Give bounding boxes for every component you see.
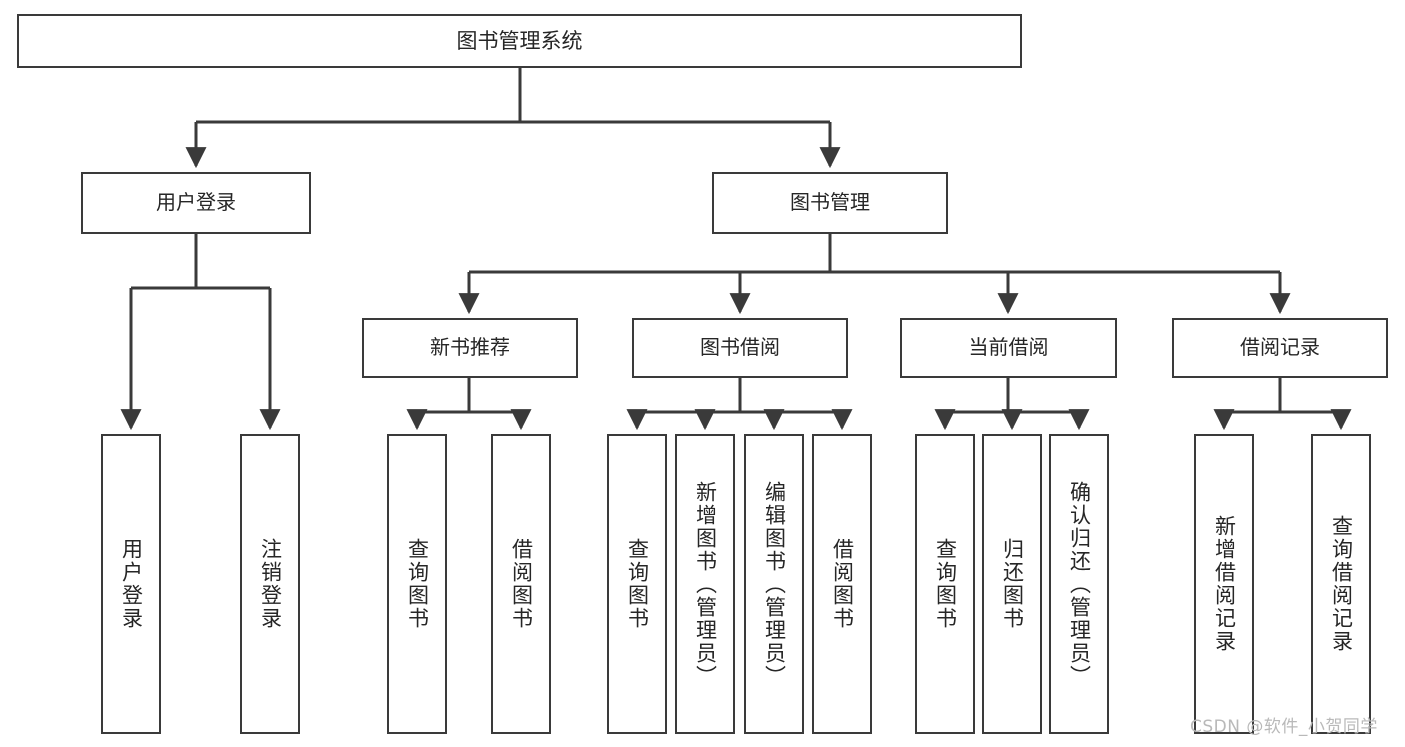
node-borrow-record[interactable]: 借阅记录 bbox=[1172, 318, 1388, 378]
node-label: 查询图书 bbox=[405, 538, 430, 630]
leaf-current-query-book[interactable]: 查询图书 bbox=[915, 434, 975, 734]
leaf-record-query-record[interactable]: 查询借阅记录 bbox=[1311, 434, 1371, 734]
node-label: 查询借阅记录 bbox=[1329, 515, 1354, 653]
node-current-borrow[interactable]: 当前借阅 bbox=[900, 318, 1117, 378]
node-new-book-recommend[interactable]: 新书推荐 bbox=[362, 318, 578, 378]
node-book-management[interactable]: 图书管理 bbox=[712, 172, 948, 234]
leaf-user-login-signout[interactable]: 注销登录 bbox=[240, 434, 300, 734]
node-label: 当前借阅 bbox=[968, 335, 1049, 360]
node-label: 编辑图书（管理员） bbox=[762, 480, 787, 688]
node-label: 新增借阅记录 bbox=[1212, 515, 1237, 653]
leaf-recommend-borrow-book[interactable]: 借阅图书 bbox=[491, 434, 551, 734]
leaf-borrow-add-book[interactable]: 新增图书（管理员） bbox=[675, 434, 735, 734]
node-label: 图书借阅 bbox=[700, 335, 780, 360]
node-root-system[interactable]: 图书管理系统 bbox=[17, 14, 1022, 68]
watermark-text: CSDN @软件_小贺同学 bbox=[1190, 717, 1378, 737]
node-label: 用户登录 bbox=[119, 538, 144, 630]
node-label: 借阅图书 bbox=[830, 538, 855, 630]
leaf-borrow-query-book[interactable]: 查询图书 bbox=[607, 434, 667, 734]
node-label: 借阅记录 bbox=[1240, 335, 1320, 360]
node-label: 归还图书 bbox=[1000, 538, 1025, 630]
node-label: 查询图书 bbox=[933, 538, 958, 630]
leaf-record-add-record[interactable]: 新增借阅记录 bbox=[1194, 434, 1254, 734]
leaf-borrow-edit-book[interactable]: 编辑图书（管理员） bbox=[744, 434, 804, 734]
node-user-login[interactable]: 用户登录 bbox=[81, 172, 311, 234]
node-book-borrow[interactable]: 图书借阅 bbox=[632, 318, 848, 378]
leaf-recommend-query-book[interactable]: 查询图书 bbox=[387, 434, 447, 734]
node-label: 确认归还（管理员） bbox=[1067, 480, 1092, 688]
node-label: 查询图书 bbox=[625, 538, 650, 630]
leaf-borrow-borrow-book[interactable]: 借阅图书 bbox=[812, 434, 872, 734]
node-label: 用户登录 bbox=[156, 190, 236, 215]
node-label: 注销登录 bbox=[258, 538, 283, 630]
node-label: 图书管理系统 bbox=[456, 28, 583, 53]
leaf-current-return-book[interactable]: 归还图书 bbox=[982, 434, 1042, 734]
node-label: 新增图书（管理员） bbox=[693, 480, 718, 688]
node-label: 借阅图书 bbox=[509, 538, 534, 630]
leaf-user-login-signin[interactable]: 用户登录 bbox=[101, 434, 161, 734]
node-label: 图书管理 bbox=[790, 190, 870, 215]
node-label: 新书推荐 bbox=[430, 335, 510, 360]
leaf-current-confirm-return[interactable]: 确认归还（管理员） bbox=[1049, 434, 1109, 734]
